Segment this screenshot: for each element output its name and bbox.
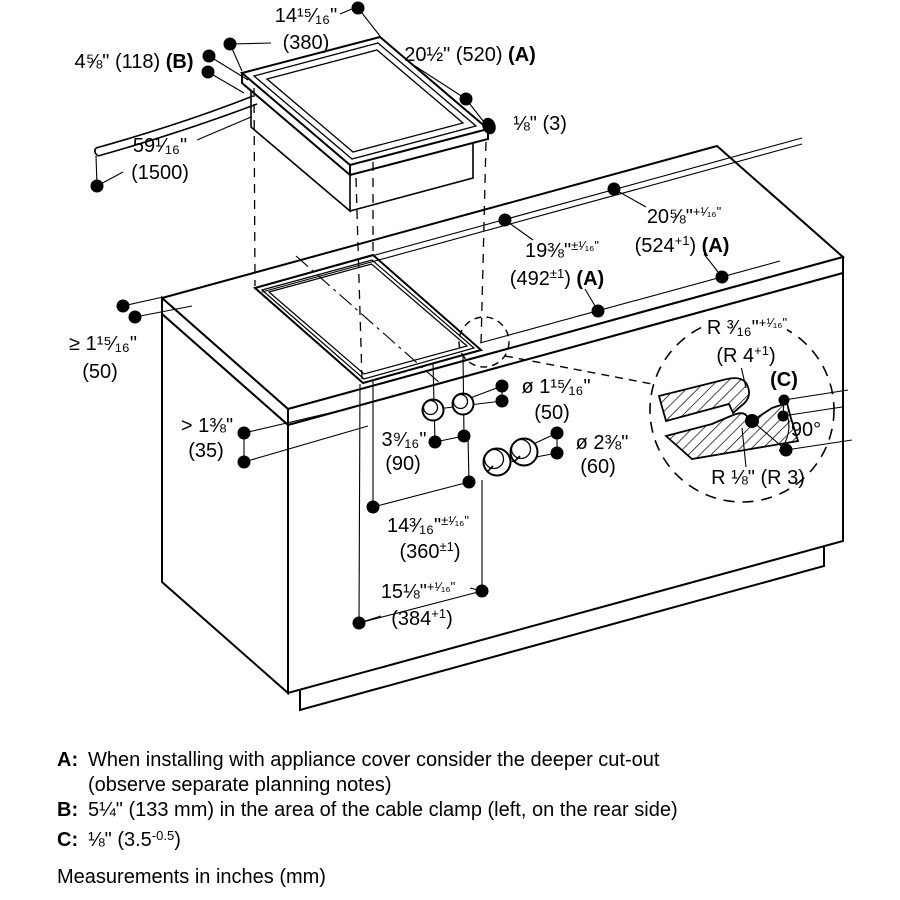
control-holes [421, 392, 475, 422]
dim-cutout-492-label: 19⅜"±¹⁄₁₆" [525, 238, 599, 262]
cutout-centerline [295, 255, 442, 385]
note-c-marker: C: [57, 829, 79, 851]
note-b: B:5¼" (133 mm) in the area of the cable … [57, 799, 678, 821]
detail-angle-label: 90° [790, 419, 822, 441]
dim-cutout-492-mm: (492±1) (A) [509, 266, 605, 290]
note-b-marker: B: [57, 799, 79, 821]
dim-front-clearance-mm: (35) [188, 440, 224, 462]
note-a: A:When installing with appliance cover c… [57, 749, 660, 796]
dim-cooktop-depth-label: 20½" (520) (A) [404, 44, 536, 66]
note-a-marker: A: [57, 749, 79, 771]
measurements-unit-note: Measurements in inches (mm) [57, 866, 326, 888]
dim-384-mm: (384+1) [391, 606, 453, 630]
detail-leader-line [504, 355, 653, 385]
note-a-continued: (observe separate planning notes) [88, 774, 392, 796]
dim-cable-length-mm: (1500) [131, 162, 189, 184]
dim-rim-height-label: ⅛" (3) [513, 113, 567, 135]
dim-cooktop-width-mm: (380) [282, 32, 330, 54]
detail-view [649, 317, 853, 503]
dim-hole-diameter-label: ø 1¹⁵⁄₁₆" [521, 376, 591, 398]
detail-radius-bottom-label: R ⅛" (R 3) [711, 467, 805, 489]
dim-cooktop-width-label: 14¹⁵⁄₁₆" [274, 5, 338, 27]
dim-360-mm: (360±1) [399, 539, 461, 563]
cooktop [239, 35, 491, 213]
dim-front-clearance-label: > 1⅜" [180, 415, 234, 437]
installation-drawing [90, 1, 853, 712]
dim-rear-clearance-mm: (50) [82, 361, 118, 383]
dim-cable-length-label: 59¹⁄₁₆" [132, 135, 188, 157]
dim-knob-diameter-mm: (60) [580, 456, 616, 478]
detail-radius-top-label: R ³⁄₁₆"+¹⁄₁₆" [706, 311, 788, 340]
dim-hole-spacing-label: 3⁹⁄₁₆" [381, 429, 427, 451]
dim-cutout-524-label: 20⅝"+¹⁄₁₆" [646, 204, 722, 228]
dim-384-label: 15⅛"+¹⁄₁₆" [380, 579, 456, 603]
dim-hole-diameter-mm: (50) [534, 402, 570, 424]
dim-rear-clearance-label: ≥ 1¹⁵⁄₁₆" [69, 333, 137, 355]
note-c: C:⅛" (3.5-0.5) [57, 828, 181, 851]
dim-knob-diameter-label: ø 2⅜" [575, 432, 629, 454]
detail-marker-circle [458, 316, 510, 368]
detail-lower-section [664, 401, 800, 460]
dim-cable-clamp-label: 4⅝" (118) (B) [74, 51, 194, 73]
detail-upper-section [657, 377, 750, 423]
dimension-dots [90, 1, 729, 630]
detail-c-reference: (C) [770, 369, 798, 391]
detail-circle [649, 317, 835, 503]
dim-360-label: 14³⁄₁₆"±¹⁄₁₆" [386, 513, 470, 537]
dimension-lines [95, 7, 803, 624]
power-cable [94, 95, 258, 157]
detail-radius-top-mm: (R 4+1) [716, 339, 776, 368]
dim-cutout-524-mm: (524+1) (A) [634, 233, 730, 257]
control-knobs [482, 437, 539, 477]
dim-hole-spacing-mm: (90) [385, 453, 421, 475]
